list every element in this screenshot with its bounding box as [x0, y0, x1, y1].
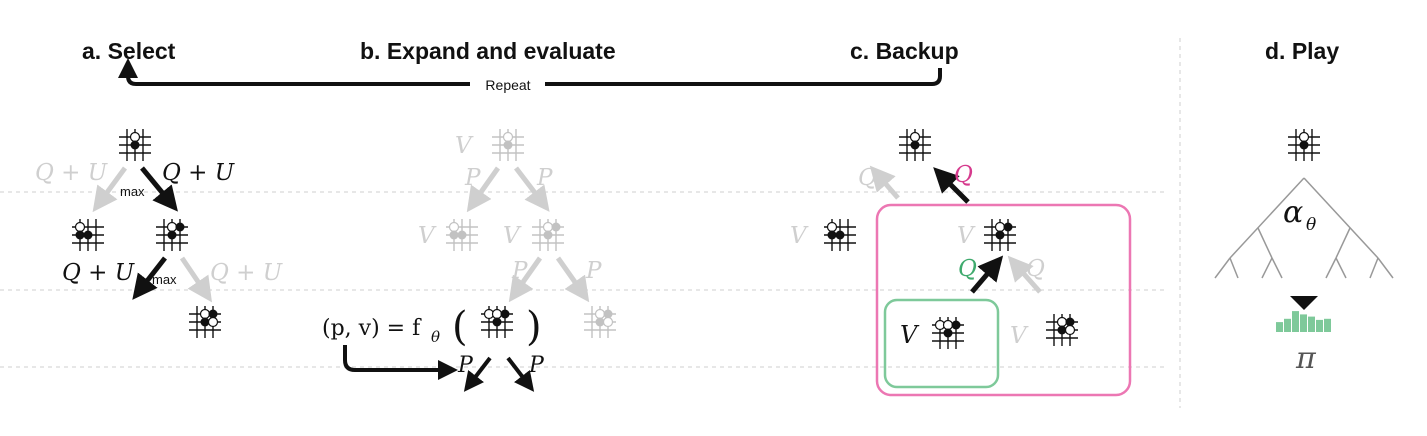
play-search-tree	[1214, 177, 1394, 279]
select-right-board	[156, 219, 188, 251]
select-left-board	[72, 219, 104, 251]
backup-edge2-right-label: Q	[1026, 256, 1045, 282]
select-edge2-left-label: Q + U	[62, 260, 136, 286]
expand-edge-right-label: P	[536, 165, 553, 191]
play-panel: α θ π	[1214, 129, 1394, 376]
expand-edge-left-label: P	[464, 165, 481, 191]
backup-highlight-box	[875, 203, 1132, 397]
expand-out-right-label: P	[528, 353, 545, 378]
backup-node-left-value: V	[790, 223, 809, 249]
backup-node-mid-value: V	[957, 223, 976, 249]
play-policy-sub: θ	[1306, 215, 1316, 235]
expand-node-left-value: V	[418, 223, 437, 249]
play-policy-label: α	[1283, 195, 1303, 230]
select-leaf-board	[189, 306, 221, 338]
backup-leaf2-board	[1046, 314, 1078, 346]
expand-equation-sub: θ	[431, 328, 440, 346]
expand-new-board	[481, 306, 513, 338]
expand-paren-open: (	[452, 304, 468, 350]
expand-edge2-right-label: P	[585, 258, 602, 284]
play-root-board	[1288, 129, 1320, 161]
repeat-arrow: Repeat	[118, 58, 942, 93]
play-policy-bars	[1276, 311, 1331, 332]
policy-bar	[1300, 314, 1307, 332]
title-expand: b. Expand and evaluate	[360, 38, 616, 64]
backup-left-board	[824, 219, 856, 251]
expand-edge2-left-label: P	[511, 258, 528, 284]
policy-bar	[1324, 318, 1331, 332]
backup-edge-right-label: Q	[954, 162, 973, 188]
backup-mid-board	[984, 219, 1016, 251]
leaf-highlight-box	[883, 298, 1000, 389]
select-max-bottom: max	[152, 272, 177, 287]
title-backup: c. Backup	[850, 38, 959, 64]
policy-bar	[1284, 318, 1291, 332]
select-tree: Q + U Q + U max Q + U max Q + U	[35, 129, 284, 338]
expand-out-left-label: P	[457, 353, 474, 378]
policy-bar	[1292, 311, 1299, 332]
title-play: d. Play	[1265, 38, 1340, 64]
select-max-top: max	[120, 184, 145, 199]
select-edge-right-label: Q + U	[162, 160, 236, 186]
backup-leaf2-value: V	[1010, 323, 1029, 349]
play-output-label: π	[1295, 341, 1317, 376]
select-root-board	[119, 129, 151, 161]
expand-paren-close: )	[526, 304, 542, 350]
select-edge-left-label: Q + U	[35, 160, 109, 186]
repeat-label: Repeat	[485, 77, 530, 93]
backup-root-board	[899, 129, 931, 161]
expand-root-value: V	[455, 133, 474, 159]
expand-node-mid-value: V	[503, 223, 522, 249]
policy-bar	[1276, 322, 1283, 332]
backup-tree: Q Q V V Q Q V V	[790, 129, 1132, 397]
select-edge2-right-label: Q + U	[210, 260, 284, 286]
policy-bar	[1308, 316, 1315, 332]
policy-bar	[1316, 319, 1323, 332]
backup-leaf-board	[932, 317, 964, 349]
backup-edge2-left-label: Q	[958, 256, 977, 282]
backup-leaf-value: V	[900, 321, 920, 349]
expand-equation: (p, v) = f	[322, 316, 422, 341]
expand-tree: V P P V V P P (p, v) = f θ ( ) P P	[322, 129, 616, 392]
backup-edge-left-label: Q	[858, 165, 877, 191]
